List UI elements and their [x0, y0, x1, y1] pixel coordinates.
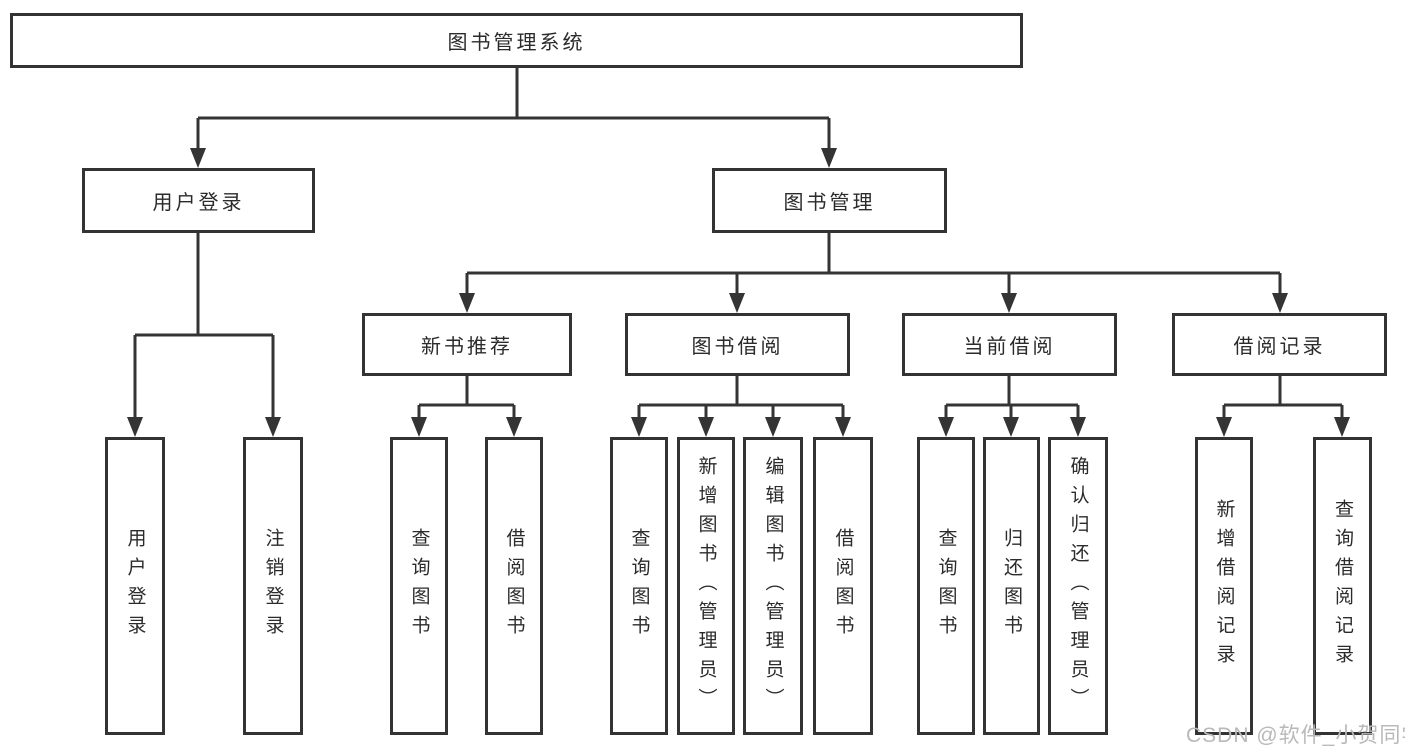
node-borrowing-records: 借阅记录 — [1172, 313, 1387, 376]
leaf-current-return-books-label: 归还图书 — [1001, 528, 1022, 644]
node-book-borrowing-label: 图书借阅 — [691, 336, 784, 358]
connector-paths — [133, 68, 1344, 421]
node-new-book-recommend-label: 新书推荐 — [421, 336, 513, 358]
leaf-borrowing-edit-books: 编辑图书（管理员） — [743, 437, 803, 735]
leaf-recommend-borrow-books-label: 借阅图书 — [503, 528, 525, 644]
leaf-recommend-query-books-label: 查询图书 — [408, 528, 430, 644]
node-book-management: 图书管理 — [712, 168, 947, 233]
node-current-borrowing: 当前借阅 — [902, 313, 1117, 376]
leaf-borrowing-query-books: 查询图书 — [610, 437, 668, 735]
leaf-current-query-books-label: 查询图书 — [935, 528, 957, 644]
leaf-current-query-books: 查询图书 — [917, 437, 975, 735]
node-borrowing-records-label: 借阅记录 — [1233, 336, 1326, 358]
node-root: 图书管理系统 — [10, 13, 1023, 68]
leaf-recommend-borrow-books: 借阅图书 — [485, 437, 543, 735]
leaf-borrowing-edit-books-label: 编辑图书（管理员） — [762, 455, 784, 717]
arrowheads — [127, 148, 1350, 437]
node-user-login: 用户登录 — [82, 168, 315, 233]
leaf-borrowing-add-books: 新增图书（管理员） — [677, 437, 735, 735]
leaf-current-confirm-return-label: 确认归还（管理员） — [1067, 455, 1089, 717]
leaf-records-query-record: 查询借阅记录 — [1313, 437, 1372, 735]
leaf-current-confirm-return: 确认归还（管理员） — [1048, 437, 1108, 735]
node-book-borrowing: 图书借阅 — [625, 313, 850, 376]
node-current-borrowing-label: 当前借阅 — [963, 336, 1056, 358]
leaf-records-add-record: 新增借阅记录 — [1195, 437, 1253, 735]
watermark: CSDN @软件_小贺同学 — [1186, 724, 1405, 747]
leaf-logout-label: 注销登录 — [262, 528, 284, 644]
leaf-borrowing-borrow-books-label: 借阅图书 — [832, 528, 854, 644]
leaf-borrowing-add-books-label: 新增图书（管理员） — [695, 455, 717, 717]
node-book-management-label: 图书管理 — [783, 192, 876, 214]
leaf-current-return-books: 归还图书 — [983, 437, 1040, 735]
leaf-logout: 注销登录 — [243, 437, 303, 735]
leaf-borrowing-query-books-label: 查询图书 — [628, 528, 650, 644]
node-new-book-recommend: 新书推荐 — [362, 313, 572, 376]
leaf-user-login-label: 用户登录 — [124, 528, 146, 644]
leaf-records-add-record-label: 新增借阅记录 — [1213, 499, 1235, 673]
leaf-user-login: 用户登录 — [105, 437, 165, 735]
node-user-login-label: 用户登录 — [152, 192, 245, 214]
leaf-recommend-query-books: 查询图书 — [390, 437, 448, 735]
node-root-label: 图书管理系统 — [447, 32, 586, 54]
leaf-records-query-record-label: 查询借阅记录 — [1332, 499, 1353, 673]
leaf-borrowing-borrow-books: 借阅图书 — [813, 437, 873, 735]
